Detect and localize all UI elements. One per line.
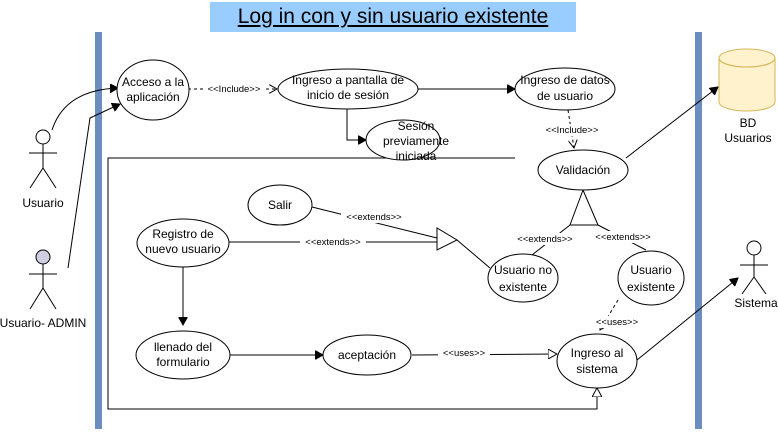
actor-usuario-label: Usuario — [22, 196, 64, 210]
usecase-ingreso-pantalla-line2: inicio de sesión — [307, 88, 389, 102]
label-extends-registro: <<extends>> — [305, 237, 361, 248]
usecase-llenado[interactable]: llenado del formulario — [135, 330, 231, 380]
usecase-registro-line2: nuevo usuario — [145, 242, 221, 256]
usecase-registro[interactable]: Registro de nuevo usuario — [136, 218, 230, 268]
label-uses-existente: <<uses>> — [596, 317, 639, 328]
extends-no-existente-line — [456, 239, 491, 269]
loop-connector — [107, 157, 597, 410]
label-extends-left: <<extends>> — [517, 234, 573, 245]
usecase-usuario-no-existente-line2: existente — [499, 280, 547, 294]
usecase-usuario-existente-line1: Usuario — [630, 263, 672, 277]
actor-admin-label: Usuario- ADMIN — [0, 316, 86, 330]
usecase-registro-line1: Registro de — [152, 227, 214, 241]
extends-hollow-triangle — [436, 227, 459, 251]
usecase-sesion-previa[interactable]: Sesión previamente iniciada — [365, 119, 449, 163]
usecase-usuario-existente[interactable]: Usuario existente — [617, 250, 685, 306]
database-label-line2: Usuarios — [724, 131, 771, 145]
usecase-validacion-label: Validación — [556, 163, 610, 177]
usecase-llenado-line2: formulario — [156, 355, 210, 369]
usecase-usuario-no-existente[interactable]: Usuario no existente — [487, 253, 559, 303]
left-boundary-bar — [95, 32, 102, 429]
usecase-llenado-line1: llenado del — [154, 340, 212, 354]
label-extends-right: <<extends>> — [595, 232, 651, 243]
usecase-usuario-existente-line2: existente — [627, 280, 675, 294]
assoc-validacion-bd — [625, 87, 718, 159]
label-include-1: <<Include>> — [208, 84, 261, 95]
label-include-2: <<Include>> — [546, 125, 599, 136]
usecase-ingreso-pantalla[interactable]: Ingreso a pantalla de inicio de sesión — [277, 68, 419, 110]
right-boundary-bar — [695, 32, 702, 429]
actor-sistema[interactable]: Sistema — [734, 240, 778, 310]
usecase-ingreso-datos-line2: de usuario — [537, 89, 593, 103]
database-label-line1: BD — [740, 116, 757, 130]
usecase-ingreso-sistema[interactable]: Ingreso al sistema — [556, 333, 638, 389]
usecase-sesion-previa-line3: iniciada — [396, 149, 437, 163]
extends-triangle-validacion — [569, 188, 599, 226]
usecase-ingreso-pantalla-line1: Ingreso a pantalla de — [292, 73, 404, 87]
usecase-validacion[interactable]: Validación — [537, 149, 629, 191]
assoc-pantalla-sesion — [346, 108, 366, 140]
usecase-aceptacion[interactable]: aceptación — [322, 334, 412, 376]
actor-sistema-label: Sistema — [734, 296, 778, 310]
usecase-acceso[interactable]: Acceso a la aplicación — [116, 59, 190, 121]
usecase-acceso-line1: Acceso a la — [122, 75, 184, 89]
database-cylinder-icon[interactable]: BD Usuarios — [718, 48, 776, 145]
label-extends-salir: <<extends>> — [346, 212, 402, 223]
relation-labels: <<Include>> <<Include>> <<extends>> <<ex… — [203, 83, 658, 360]
usecase-ingreso-sistema-line2: sistema — [576, 362, 618, 376]
label-uses-aceptacion: <<uses>> — [443, 348, 486, 359]
usecase-ingreso-datos-line1: Ingreso de datos — [520, 73, 609, 87]
usecase-ingreso-sistema-line1: Ingreso al — [571, 346, 624, 360]
assoc-usuario-acceso — [51, 88, 118, 131]
assoc-admin-acceso — [67, 104, 120, 269]
actor-admin[interactable]: Usuario- ADMIN — [0, 249, 86, 330]
diagram-title: Log in con y sin usuario existente — [210, 2, 576, 32]
usecase-usuario-no-existente-line1: Usuario no — [494, 263, 552, 277]
usecase-ingreso-datos[interactable]: Ingreso de datos de usuario — [514, 67, 616, 111]
usecase-sesion-previa-line1: Sesión — [398, 119, 435, 133]
usecase-salir-label: Salir — [268, 198, 292, 212]
usecase-aceptacion-label: aceptación — [338, 348, 396, 362]
usecase-sesion-previa-line2: previamente — [383, 134, 449, 148]
actor-usuario[interactable]: Usuario — [22, 129, 64, 210]
usecase-acceso-line2: aplicación — [126, 90, 179, 104]
usecase-salir[interactable]: Salir — [247, 184, 313, 226]
assoc-ingreso-sistema-actor — [636, 278, 738, 361]
